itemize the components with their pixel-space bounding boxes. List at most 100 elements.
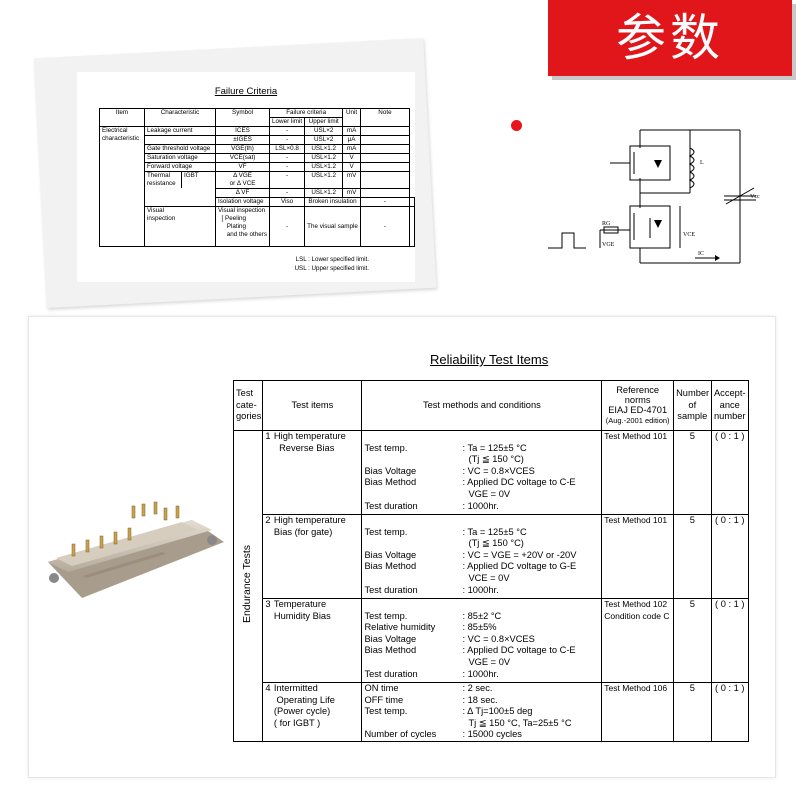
test-name-2: Humidity Bias [273, 610, 331, 621]
condition-value: : Ta = 125±5 °C [462, 442, 527, 453]
cell-lower: - [269, 188, 306, 198]
header-test-methods: Test methods and conditions [361, 380, 603, 431]
cell-unit: - [359, 197, 411, 207]
cell-symbol: Viso [269, 197, 306, 207]
acceptance-number: ( 0 : 1 ) [710, 430, 749, 515]
test-name-4: ( for IGBT ) [273, 717, 321, 728]
igbt-label: IGBT [183, 172, 199, 179]
reference-norm: Test Method 106 [601, 682, 675, 742]
condition-label: Test temp. [364, 610, 408, 621]
header-test-items: Test items [262, 380, 363, 431]
item-visual: Visual [146, 207, 164, 214]
reference-norm: Test Method 101 [601, 514, 675, 599]
header-number: Number [676, 388, 710, 399]
condition-label: Bias Voltage [364, 549, 417, 560]
table-row: Saturation voltage VCE(sat) - USL×1.2 V [100, 153, 415, 163]
item-inspection: inspection [146, 215, 176, 222]
header-ance: ance [719, 399, 740, 410]
condition-label: Number of cycles [364, 729, 437, 740]
condition-label [364, 489, 462, 501]
condition-label: Bias Method [364, 477, 417, 488]
cell-unit: V [342, 162, 361, 172]
cell-characteristic [143, 135, 217, 145]
circuit-label-ic: IC [698, 251, 704, 257]
test-row: 4 Intermitted Operating Life(Power cycle… [234, 682, 749, 742]
cell-note [409, 197, 415, 207]
condition-value: : Ta = 125±5 °C [462, 526, 527, 537]
cell-peeling: Peeling [225, 215, 247, 222]
condition-value: : Applied DC voltage to C-E [462, 645, 576, 656]
cell-characteristic: Saturation voltage [143, 153, 217, 163]
test-name: High temperature [273, 515, 346, 525]
thermal-label: Thermal [146, 172, 171, 179]
condition-value: : 18 sec. [462, 694, 498, 705]
test-name-2: Operating Life [276, 694, 335, 705]
header-gories: gories [236, 411, 262, 422]
cell-unit: - [359, 206, 411, 247]
sample-count: 5 [673, 514, 712, 599]
cell-plating: Plating [226, 223, 247, 230]
table-row: Isolation voltage Viso Broken insulation… [100, 197, 415, 207]
condition-label [364, 454, 462, 466]
cell-characteristic: Gate threshold voltage [143, 144, 217, 154]
usl-note: USL : Upper specified limit. [294, 265, 369, 272]
condition-label: ON time [364, 683, 399, 693]
test-number: 2 [262, 514, 272, 599]
cell-symbol: Δ VF [215, 188, 271, 198]
header-norms: norms [624, 395, 651, 405]
condition-label: Bias Voltage [364, 465, 417, 476]
cell-symbol: VCE(sat) [215, 153, 271, 163]
cell-symbol: Δ VGE [233, 172, 252, 179]
condition-label [364, 657, 462, 669]
cell-note [359, 188, 411, 198]
table-row: Gate threshold voltage VGE(th) LSL×0.8 U… [100, 144, 415, 154]
header-lower-limit: Lower limit [269, 117, 306, 127]
cell-symbol-alt: or Δ VCE [229, 180, 256, 187]
cell-others: and the others [226, 231, 268, 238]
condition-label [364, 538, 462, 550]
cell-note [359, 171, 411, 189]
igbt-module-image [48, 501, 224, 598]
condition-value: (Tj ≦ 150 °C) [468, 454, 524, 465]
test-number: 4 [262, 682, 272, 742]
cell-upper: USL×1.2 [304, 144, 344, 154]
header-accept: Accept- [713, 388, 746, 399]
failure-criteria-table: Item Characteristic Symbol Failure crite… [99, 108, 415, 247]
cell-lower: - [269, 162, 306, 172]
cell-upper: USL×1.2 [304, 171, 344, 189]
cell-unit: mA [342, 126, 361, 136]
cell-symbol: VGE(th) [215, 144, 271, 154]
condition-label: Test temp. [364, 706, 408, 717]
cell-note [359, 144, 411, 154]
test-number: 1 [262, 430, 272, 515]
header-item: Item [99, 108, 145, 127]
cell-symbol: ±IGES [215, 135, 271, 145]
cell-characteristic: Leakage current [143, 126, 217, 136]
acceptance-number: ( 0 : 1 ) [710, 514, 749, 599]
cell-upper: USL×1.2 [304, 188, 344, 198]
test-name: High temperature [273, 431, 346, 441]
test-name-2: Bias (for gate) [273, 526, 333, 537]
condition-label: Relative humidity [364, 622, 436, 633]
cell-criteria: The visual sample [304, 206, 361, 247]
cell-characteristic: Forward voltage [143, 162, 217, 172]
header-symbol: Symbol [215, 108, 271, 127]
header-of: of [688, 399, 697, 410]
sample-count: 5 [673, 598, 712, 683]
cell-lower: - [269, 153, 306, 163]
acceptance-number: ( 0 : 1 ) [710, 598, 749, 683]
cell-upper: USL×2 [304, 126, 344, 136]
title-banner: 参数 [548, 0, 792, 76]
cell-upper: USL×1.2 [304, 162, 344, 172]
banner-text: 参数 [616, 9, 724, 67]
condition-value: : Applied DC voltage to G-E [462, 561, 577, 572]
cell-lower: LSL×0.8 [269, 144, 306, 154]
cell-unit: mV [342, 188, 361, 198]
header-unit: Unit [342, 108, 361, 127]
condition-value: : 85±5% [462, 622, 497, 633]
condition-label: Bias Method [364, 645, 417, 656]
cell-note [359, 135, 411, 145]
failure-criteria-title: Failure Criteria [214, 86, 278, 97]
cell-unit: μA [342, 135, 361, 145]
